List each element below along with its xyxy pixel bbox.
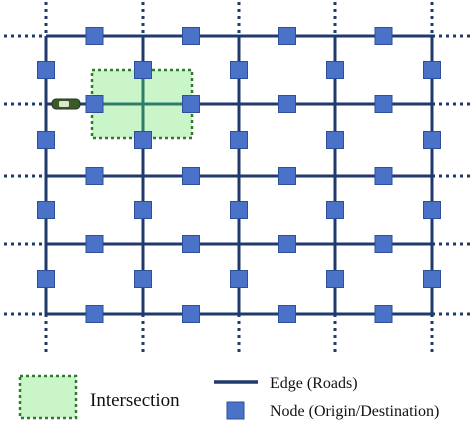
node-h-3-4: [374, 167, 393, 185]
legend: Intersection Edge (Roads) Node (Origin/D…: [18, 374, 439, 420]
node-h-5-2: [182, 305, 200, 323]
node-v-2-3: [134, 201, 152, 219]
node-h-1-3: [278, 27, 296, 45]
node-v-1-1: [37, 61, 55, 79]
node-v-1-3: [37, 201, 55, 219]
node-h-2-1: [85, 95, 104, 113]
node-v-3-2: [230, 131, 248, 149]
road-nodes: [37, 27, 441, 323]
node-h-4-1: [85, 235, 104, 253]
node-v-4-1: [326, 61, 344, 79]
legend-intersection-label: Intersection: [90, 390, 180, 411]
dotted-road-extensions: [4, 2, 472, 352]
node-v-2-4: [134, 270, 152, 288]
node-v-4-2: [326, 131, 344, 149]
node-v-5-4: [423, 270, 441, 288]
node-h-4-3: [278, 235, 296, 253]
node-v-2-2: [134, 131, 152, 149]
node-h-4-4: [374, 235, 393, 253]
node-v-5-1: [423, 61, 441, 79]
node-v-2-1: [134, 61, 152, 79]
node-v-3-4: [230, 270, 248, 288]
node-v-5-3: [423, 201, 441, 219]
node-v-1-2: [37, 131, 55, 149]
legend-intersection-swatch: [18, 374, 78, 420]
node-h-2-2: [182, 95, 200, 113]
node-v-1-4: [37, 270, 55, 288]
legend-node-swatch: [226, 401, 245, 420]
node-v-3-3: [230, 201, 248, 219]
node-h-5-4: [374, 305, 393, 323]
node-h-5-1: [85, 305, 104, 323]
node-h-2-3: [278, 95, 296, 113]
node-v-4-4: [326, 270, 344, 288]
node-h-3-3: [278, 167, 296, 185]
node-h-4-2: [182, 235, 200, 253]
node-h-1-2: [182, 27, 200, 45]
vehicle: [51, 98, 81, 110]
node-v-4-3: [326, 201, 344, 219]
node-h-3-1: [85, 167, 104, 185]
legend-node-label: Node (Origin/Destination): [270, 403, 439, 420]
node-h-2-4: [374, 95, 393, 113]
highlighted-roads: [92, 70, 192, 138]
legend-edge-label: Edge (Roads): [270, 375, 358, 392]
node-h-5-3: [278, 305, 296, 323]
node-h-3-2: [182, 167, 200, 185]
vehicle-window: [59, 101, 69, 107]
node-v-5-2: [423, 131, 441, 149]
node-h-1-1: [85, 27, 104, 45]
node-v-3-1: [230, 61, 248, 79]
node-h-1-4: [374, 27, 393, 45]
